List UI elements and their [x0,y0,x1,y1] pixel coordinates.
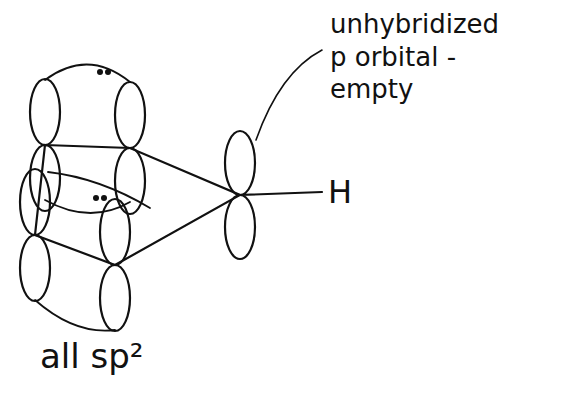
atom-label: H [328,172,352,212]
orbital-callout: unhybridized p orbital -empty [330,8,505,106]
electron-dots [93,69,111,201]
p-orbitals [20,79,255,331]
hybridization-note: all sp² [40,335,143,378]
ch-bond [240,192,322,195]
leader-line [256,50,322,140]
ring-bonds [35,145,240,265]
overlap-arcs [35,64,150,330]
